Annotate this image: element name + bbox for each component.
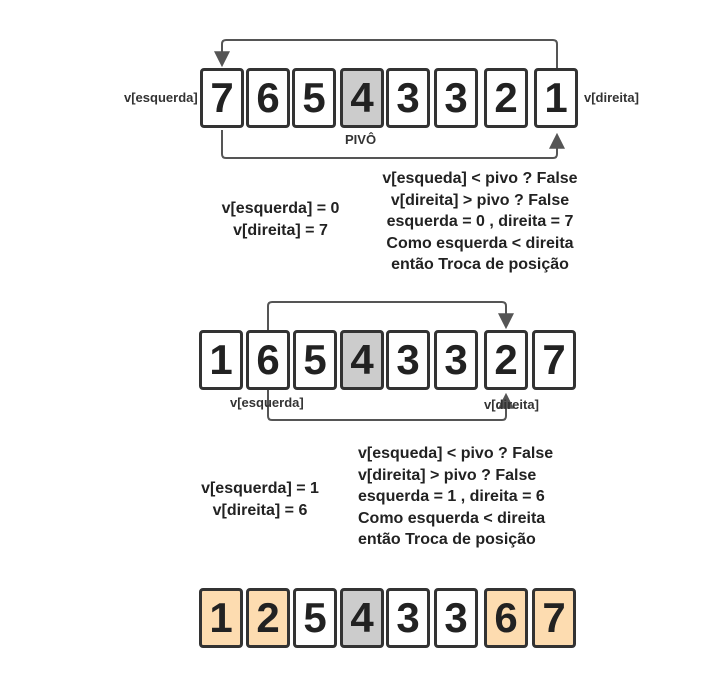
step2-state-line: v[direita] = 6 <box>212 501 308 519</box>
step2-state-line: v[esquerda] = 1 <box>201 480 319 497</box>
pivot-label: PIVÔ <box>345 132 377 147</box>
row2-cell-2: 5 <box>293 330 337 390</box>
step2-state: v[esquerda] = 1 v[direita] = 6 <box>180 478 340 521</box>
row1-cell-2: 5 <box>292 68 336 128</box>
row2-cell-6: 2 <box>484 330 528 390</box>
row1-cell-7: 1 <box>534 68 578 128</box>
row1-top-arrow <box>214 39 558 68</box>
row3-cell-2: 5 <box>293 588 337 648</box>
step2-check-line: Como esquerda < direita <box>358 509 546 527</box>
row1-left-pointer-label: v[esquerda] <box>124 90 198 105</box>
step1-check-line: então Troca de posição <box>391 256 569 273</box>
row2-cell-7: 7 <box>532 330 576 390</box>
row1-cell-0: 7 <box>200 68 244 128</box>
step2-checks: v[esqueda] < pivo ? False v[direita] > p… <box>358 443 588 551</box>
row2-cell-5: 3 <box>434 330 478 390</box>
row1-cell-6: 2 <box>484 68 528 128</box>
step2-check-line: v[direita] > pivo ? False <box>358 466 537 484</box>
step1-checks: v[esqueda] < pivo ? False v[direita] > p… <box>360 168 600 276</box>
step1-state: v[esquerda] = 0 v[direita] = 7 <box>198 198 363 241</box>
row3-cell-4: 3 <box>386 588 430 648</box>
row1-right-pointer-label: v[direita] <box>584 90 639 105</box>
row1-cell-5: 3 <box>434 68 478 128</box>
row1-cell-1: 6 <box>246 68 290 128</box>
row2-bottom-arrow <box>267 390 514 421</box>
row2-right-pointer-label: v[direita] <box>484 397 539 412</box>
step1-check-line: v[direita] > pivo ? False <box>390 191 570 209</box>
row1-bottom-arrow <box>221 130 565 159</box>
step1-check-line: Como esquerda < direita <box>386 234 574 252</box>
step2-check-line: esquerda = 1 , direita = 6 <box>358 488 545 505</box>
row3-cell-0: 1 <box>199 588 243 648</box>
step2-check-line: então Troca de posição <box>358 531 536 548</box>
row2-top-arrow <box>267 301 514 330</box>
row3-cell-6: 6 <box>484 588 528 648</box>
step1-check-line: v[esqueda] < pivo ? False <box>382 170 578 187</box>
row1-cell-3: 4 <box>340 68 384 128</box>
row3-cell-5: 3 <box>434 588 478 648</box>
step1-state-line: v[esquerda] = 0 <box>221 200 340 217</box>
step1-check-line: esquerda = 0 , direita = 7 <box>386 213 574 230</box>
row2-cell-3: 4 <box>340 330 384 390</box>
step2-check-line: v[esqueda] < pivo ? False <box>358 445 554 462</box>
row1-cell-4: 3 <box>386 68 430 128</box>
row2-cell-4: 3 <box>386 330 430 390</box>
row3-cell-1: 2 <box>246 588 290 648</box>
row2-cell-1: 6 <box>246 330 290 390</box>
row3-cell-3: 4 <box>340 588 384 648</box>
row2-left-pointer-label: v[esquerda] <box>230 395 304 410</box>
row3-cell-7: 7 <box>532 588 576 648</box>
row2-cell-0: 1 <box>199 330 243 390</box>
step1-state-line: v[direita] = 7 <box>233 221 328 239</box>
